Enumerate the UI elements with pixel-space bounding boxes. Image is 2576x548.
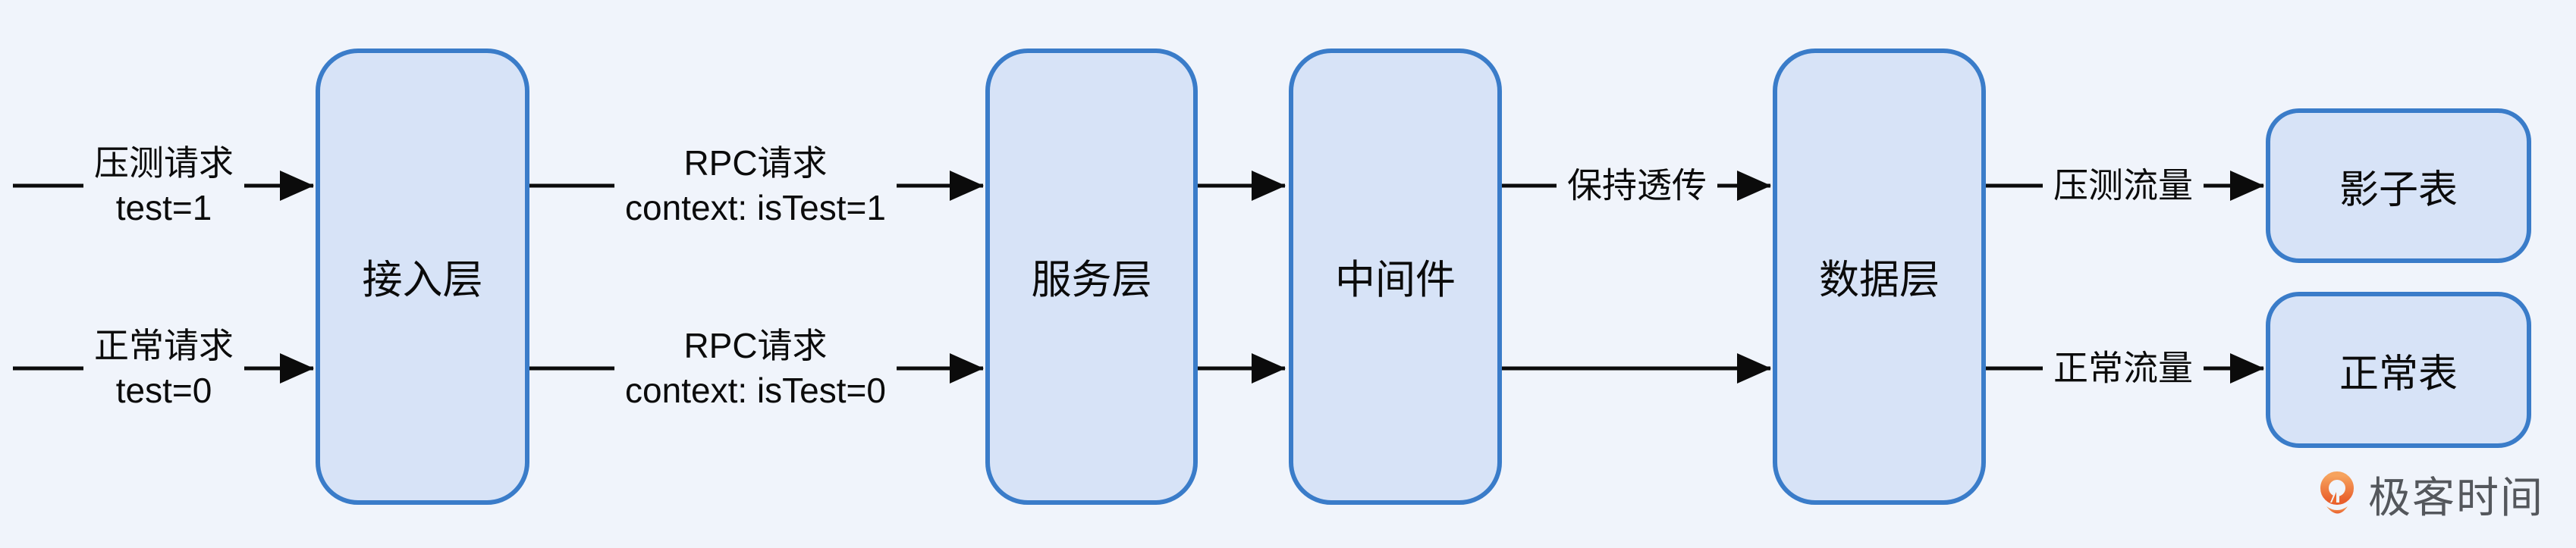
edge-label-line1: 正常流量 xyxy=(2053,348,2193,388)
edge-label-line1: 正常请求 xyxy=(94,326,234,366)
edge-label-stress-traffic: 压测流量 xyxy=(2043,160,2204,211)
node-label: 服务层 xyxy=(1031,258,1152,302)
edge-label-line2: context: isTest=0 xyxy=(625,371,886,410)
geektime-logo: 极客时间 xyxy=(2317,464,2544,525)
edge-label-normal-request: 正常请求 test=0 xyxy=(83,321,244,416)
node-normal-table: 正常表 xyxy=(2266,292,2531,448)
edge-label-stress-request: 压测请求 test=1 xyxy=(83,138,244,233)
node-data-layer: 数据层 xyxy=(1773,49,1986,505)
edge-label-line1: 压测流量 xyxy=(2053,165,2193,205)
edge-label-line2: context: isTest=1 xyxy=(625,188,886,227)
edge-label-line1: 保持透传 xyxy=(1567,165,1707,205)
edge-label-passthrough: 保持透传 xyxy=(1557,160,1717,211)
edge-label-line2: test=1 xyxy=(115,188,212,227)
node-middleware: 中间件 xyxy=(1289,49,1502,505)
node-label: 中间件 xyxy=(1335,258,1456,302)
edge-label-line1: RPC请求 xyxy=(683,143,828,183)
edge-label-line1: 压测请求 xyxy=(94,143,234,183)
node-label: 影子表 xyxy=(2339,168,2458,212)
edge-label-rpc-normal: RPC请求 context: isTest=0 xyxy=(614,321,897,416)
edge-label-line2: test=0 xyxy=(115,371,212,410)
geektime-logo-text: 极客时间 xyxy=(2368,474,2544,521)
geektime-logo-icon xyxy=(2320,471,2354,513)
node-service-layer: 服务层 xyxy=(985,49,1198,505)
edge-label-rpc-stress: RPC请求 context: isTest=1 xyxy=(614,138,897,233)
node-label: 接入层 xyxy=(362,258,483,302)
node-shadow-table: 影子表 xyxy=(2266,108,2531,263)
edge-label-normal-traffic: 正常流量 xyxy=(2043,343,2204,394)
node-access-layer: 接入层 xyxy=(316,49,529,505)
node-label: 正常表 xyxy=(2339,352,2458,396)
edge-label-line1: RPC请求 xyxy=(683,326,828,366)
node-label: 数据层 xyxy=(1819,258,1940,302)
